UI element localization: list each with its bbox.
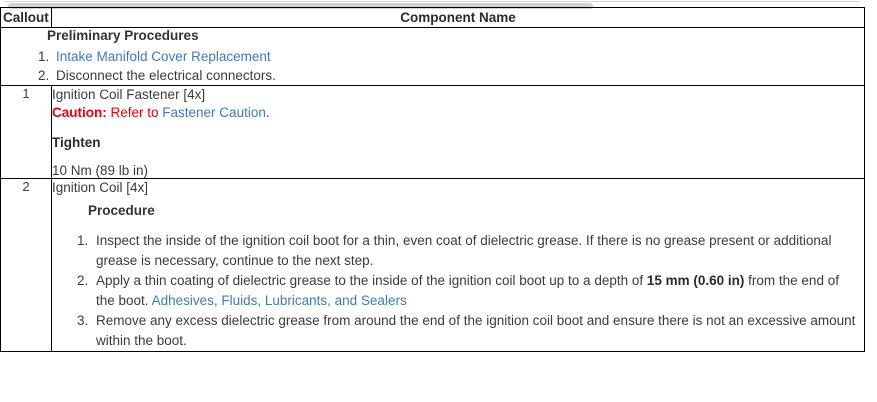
preliminary-procedures-title: Preliminary Procedures: [47, 28, 199, 43]
table-row: 2 Ignition Coil [4x] Procedure Inspect t…: [0, 178, 865, 352]
preliminary-procedures-cell: Preliminary Procedures Intake Manifold C…: [0, 27, 865, 86]
column-header-component-name: Component Name: [51, 7, 865, 28]
list-item: Apply a thin coating of dielectric greas…: [92, 271, 858, 311]
list-item: Intake Manifold Cover Replacement: [53, 47, 864, 66]
tighten-label: Tighten: [52, 135, 101, 150]
link-adhesives-fluids-lubricants-and-sealers[interactable]: Adhesives, Fluids, Lubricants, and Seale…: [151, 293, 407, 308]
scrollbar-track[interactable]: [4, 1, 860, 9]
callout-number-1: 1: [0, 85, 52, 179]
procedure-table: Callout Component Name Preliminary Proce…: [0, 7, 865, 352]
column-header-callout: Callout: [0, 7, 52, 28]
procedure-table-container: Callout Component Name Preliminary Proce…: [0, 7, 877, 352]
caution-text: Refer to: [106, 105, 163, 120]
list-item: Inspect the inside of the ignition coil …: [92, 231, 858, 271]
preliminary-step-text: Disconnect the electrical connectors.: [56, 68, 276, 83]
step-measurement: 15 mm (0.60 in): [646, 273, 745, 288]
step-text: Inspect the inside of the ignition coil …: [96, 233, 832, 268]
callout-number-2: 2: [0, 178, 52, 352]
torque-value: 10 Nm (89 lb in): [52, 163, 149, 178]
table-row: 1 Ignition Coil Fastener [4x] Caution: R…: [0, 85, 865, 179]
link-fastener-caution[interactable]: Fastener Caution: [162, 105, 266, 120]
component-cell-2: Ignition Coil [4x] Procedure Inspect the…: [51, 178, 865, 352]
link-intake-manifold-cover-replacement[interactable]: Intake Manifold Cover Replacement: [56, 49, 271, 64]
part-name-2: Ignition Coil [4x]: [52, 180, 149, 195]
caution-label: Caution:: [52, 105, 107, 120]
list-item: Disconnect the electrical connectors.: [53, 66, 864, 85]
table-header-row: Callout Component Name: [0, 7, 865, 28]
caution-suffix: .: [265, 105, 270, 120]
horizontal-scrollbar[interactable]: [0, 0, 877, 9]
part-name-1: Ignition Coil Fastener [4x]: [52, 87, 206, 102]
component-cell-1: Ignition Coil Fastener [4x] Caution: Ref…: [51, 85, 865, 179]
procedure-title: Procedure: [88, 203, 155, 218]
procedure-steps-list: Inspect the inside of the ignition coil …: [52, 231, 864, 351]
list-item: Remove any excess dielectric grease from…: [92, 311, 858, 351]
table-row-preliminary: Preliminary Procedures Intake Manifold C…: [0, 27, 865, 86]
caution-notice: Caution: Refer to Fastener Caution.: [52, 104, 864, 122]
step-text: Apply a thin coating of dielectric greas…: [96, 273, 647, 288]
scrollbar-thumb[interactable]: [8, 3, 593, 9]
step-text-continued: from the end of the boot.: [96, 273, 839, 308]
preliminary-procedures-list: Intake Manifold Cover Replacement Discon…: [1, 47, 864, 85]
step-text: Remove any excess dielectric grease from…: [96, 313, 856, 348]
